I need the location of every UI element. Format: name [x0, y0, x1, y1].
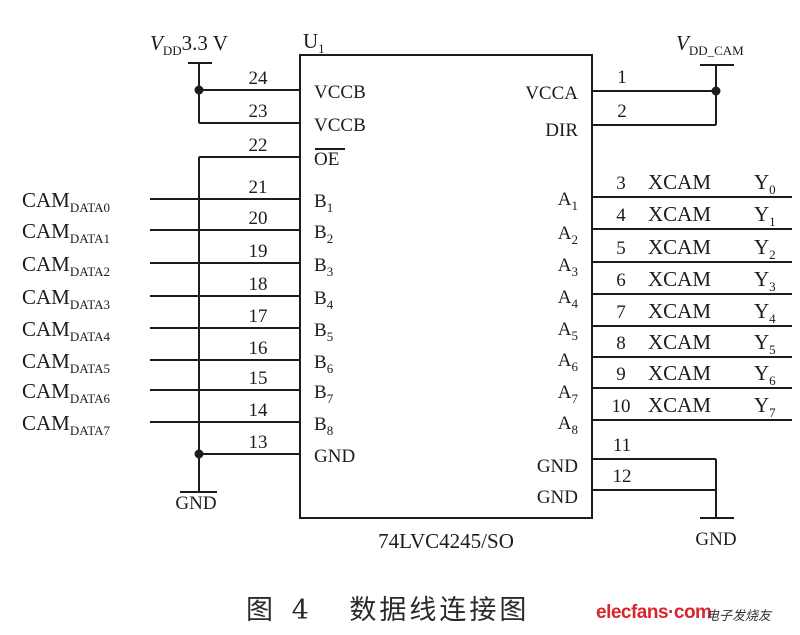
- pin-number-17: 17: [249, 306, 268, 327]
- pin-name-15: B7: [314, 382, 334, 406]
- watermark-logo: elecfans·com: [596, 602, 712, 623]
- net-label-xcam-5: XCAM: [648, 330, 711, 354]
- pin-number-20: 20: [249, 208, 268, 229]
- pin-number-24: 24: [249, 68, 269, 89]
- net-label-xcam-1: XCAM: [648, 202, 711, 226]
- pin-number-22: 22: [249, 135, 268, 156]
- pin-name-2: DIR: [545, 120, 578, 141]
- net-label-y5: Y5: [754, 330, 776, 357]
- pin-number-8: 8: [616, 333, 626, 354]
- pin-number-3: 3: [616, 173, 626, 194]
- watermark-cn: 电子发烧友: [706, 609, 772, 624]
- pin-number-21: 21: [249, 177, 268, 198]
- vdd-cam-label: VDD_CAM: [676, 31, 744, 58]
- junction-vdd-cam: [711, 86, 721, 96]
- net-label-data4: CAMDATA4: [22, 317, 110, 344]
- pin-name-21: B1: [314, 191, 333, 215]
- pin-number-4: 4: [616, 205, 626, 226]
- pin-name-13: GND: [314, 446, 355, 467]
- pin-name-14: B8: [314, 414, 333, 438]
- net-label-data6: CAMDATA6: [22, 379, 110, 406]
- net-label-xcam-4: XCAM: [648, 299, 711, 323]
- net-label-data2: CAMDATA2: [22, 252, 110, 279]
- junction-gnd-left: [194, 449, 204, 459]
- pin-name-3: A1: [558, 189, 578, 213]
- junction-vdd-left: [194, 85, 204, 95]
- pin-name-22: OE: [314, 149, 339, 170]
- pin-number-19: 19: [249, 241, 268, 262]
- pin-number-15: 15: [249, 368, 268, 389]
- figure-caption: 图 4 数据线连接图: [246, 588, 529, 627]
- pin-number-7: 7: [616, 302, 626, 323]
- pin-number-10: 10: [612, 396, 631, 417]
- pin-number-6: 6: [616, 270, 626, 291]
- caption-prefix: 图: [246, 595, 276, 626]
- net-label-xcam-3: XCAM: [648, 267, 711, 291]
- pin-number-9: 9: [616, 364, 626, 385]
- pin-name-16: B6: [314, 352, 334, 376]
- pin-name-1: VCCA: [525, 83, 578, 104]
- pin-number-18: 18: [249, 274, 268, 295]
- gnd-left-label: GND: [175, 493, 216, 514]
- pin-name-4: A2: [558, 223, 578, 247]
- pin-name-24: VCCB: [314, 82, 366, 103]
- pin-name-19: B3: [314, 255, 333, 279]
- pin-name-11: GND: [537, 456, 578, 477]
- net-label-y4: Y4: [754, 299, 776, 326]
- net-label-y2: Y2: [754, 235, 776, 262]
- caption-text: 数据线连接图: [349, 595, 530, 626]
- net-label-y0: Y0: [754, 170, 776, 197]
- net-label-xcam-7: XCAM: [648, 393, 711, 417]
- net-label-data5: CAMDATA5: [22, 349, 110, 376]
- net-label-xcam-0: XCAM: [648, 170, 711, 194]
- net-label-y7: Y7: [754, 393, 776, 420]
- pin-number-12: 12: [613, 466, 632, 487]
- chip-part-label: 74LVC4245/SO: [378, 529, 514, 553]
- net-label-data1: CAMDATA1: [22, 219, 110, 246]
- gnd-right-label: GND: [695, 529, 736, 550]
- caption-number: 4: [291, 595, 312, 626]
- vdd-left-label: VDD3.3 V: [150, 31, 228, 58]
- net-label-y1: Y1: [754, 202, 776, 229]
- net-label-data7: CAMDATA7: [22, 411, 110, 438]
- pin-number-14: 14: [249, 400, 269, 421]
- pin-number-23: 23: [249, 101, 268, 122]
- pin-name-20: B2: [314, 222, 333, 246]
- pin-name-6: A4: [558, 287, 579, 311]
- net-label-data3: CAMDATA3: [22, 285, 110, 312]
- pin-number-5: 5: [616, 238, 626, 259]
- pin-name-9: A7: [558, 382, 579, 406]
- chip-body: [299, 54, 593, 519]
- pin-name-7: A5: [558, 319, 578, 343]
- net-label-y6: Y6: [754, 361, 776, 388]
- pin-name-23: VCCB: [314, 115, 366, 136]
- pin-number-13: 13: [249, 432, 268, 453]
- pin-number-2: 2: [617, 101, 627, 122]
- net-label-xcam-2: XCAM: [648, 235, 711, 259]
- chip-ref-label: U1: [303, 29, 325, 56]
- pin-name-12: GND: [537, 487, 578, 508]
- pin-number-1: 1: [617, 67, 627, 88]
- net-label-data0: CAMDATA0: [22, 188, 110, 215]
- pin-name-8: A6: [558, 350, 579, 374]
- pin-name-10: A8: [558, 413, 578, 437]
- net-label-y3: Y3: [754, 267, 776, 294]
- pin-name-17: B5: [314, 320, 333, 344]
- pin-name-18: B4: [314, 288, 334, 312]
- net-label-xcam-6: XCAM: [648, 361, 711, 385]
- pin-number-11: 11: [613, 435, 631, 456]
- pin-number-16: 16: [249, 338, 268, 359]
- pin-name-5: A3: [558, 255, 578, 279]
